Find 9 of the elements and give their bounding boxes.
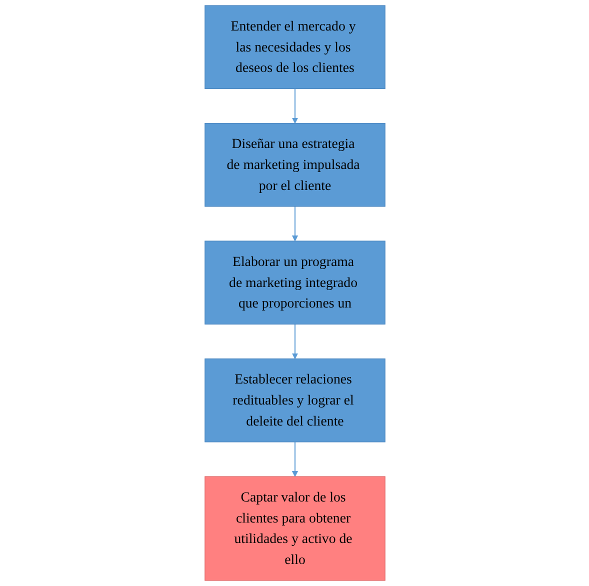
arrow — [291, 442, 298, 477]
arrow — [291, 88, 298, 124]
arrow — [291, 206, 298, 242]
node-box: Diseñar una estrategia de marketing impulsada por el cliente — [204, 122, 385, 207]
node-box: Captar valor de los clientes para obtener utilidades y activo de ello — [204, 476, 385, 581]
arrow — [291, 324, 298, 360]
node-box: Entender el mercado y las necesidades y los deseos de los clientes — [204, 5, 385, 89]
node-box: Establecer relaciones redituables y lograr el deleite del cliente — [204, 358, 385, 442]
node-box: Elaborar un programa de marketing integrado que proporciones un — [204, 240, 385, 325]
